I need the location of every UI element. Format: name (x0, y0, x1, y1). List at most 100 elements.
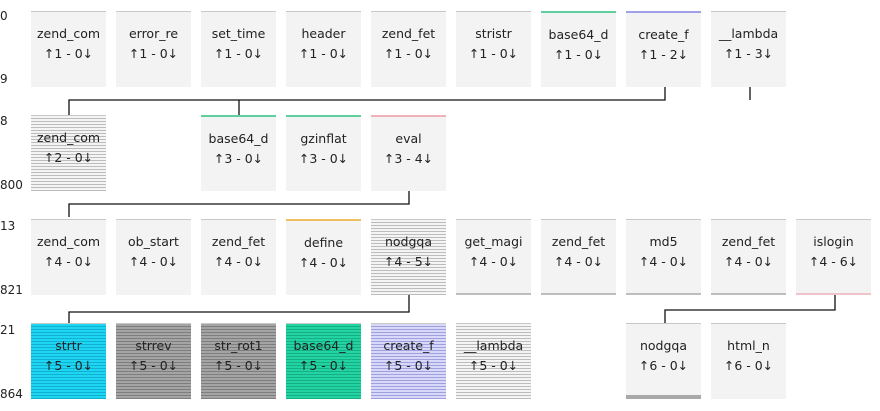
connector-create-f (68, 87, 666, 115)
call-node-ob-start[interactable]: ob_start ↑4 - 0↓ (116, 219, 191, 295)
node-name: strtr (55, 338, 82, 353)
node-name: header (301, 26, 346, 41)
call-node-base64-d[interactable]: base64_d ↑3 - 0↓ (201, 115, 276, 191)
node-counts: ↑4 - 0↓ (213, 254, 264, 269)
node-counts: ↑4 - 0↓ (638, 254, 689, 269)
node-name: zend_fet (381, 26, 436, 41)
node-counts: ↑2 - 0↓ (43, 150, 94, 165)
node-counts: ↑1 - 0↓ (128, 46, 179, 61)
call-node-islogin[interactable]: islogin ↑4 - 6↓ (796, 219, 871, 295)
row-1-start-line: 0 (0, 9, 8, 23)
call-node-strtr[interactable]: strtr ↑5 - 0↓ (31, 323, 106, 399)
node-counts: ↑4 - 5↓ (383, 254, 434, 269)
node-counts: ↑3 - 0↓ (298, 151, 349, 166)
node-counts: ↑4 - 0↓ (553, 254, 604, 269)
row-4-end-line: 864 (0, 387, 23, 401)
node-counts: ↑5 - 0↓ (298, 358, 349, 373)
call-node-base64-d[interactable]: base64_d ↑1 - 0↓ (541, 11, 616, 87)
node-name: ob_start (128, 234, 179, 249)
node-counts: ↑1 - 3↓ (723, 46, 774, 61)
call-node-zend-com[interactable]: zend_com ↑1 - 0↓ (31, 11, 106, 87)
node-name: zend_fet (721, 234, 776, 249)
call-node-create-f[interactable]: create_f ↑5 - 0↓ (371, 323, 446, 399)
node-name: error_re (128, 26, 179, 41)
node-counts: ↑4 - 6↓ (808, 254, 859, 269)
node-name: zend_com (36, 26, 101, 41)
call-node-eval[interactable]: eval ↑3 - 4↓ (371, 115, 446, 191)
node-counts: ↑3 - 4↓ (383, 151, 434, 166)
node-counts: ↑1 - 0↓ (383, 46, 434, 61)
node-counts: ↑1 - 0↓ (298, 46, 349, 61)
node-name: get_magi (464, 234, 523, 249)
call-node-set-time[interactable]: set_time ↑1 - 0↓ (201, 11, 276, 87)
call-node-get-magi[interactable]: get_magi ↑4 - 0↓ (456, 219, 531, 295)
node-name: zend_com (36, 130, 101, 145)
node-name: zend_com (36, 234, 101, 249)
node-counts: ↑1 - 0↓ (43, 46, 94, 61)
call-node-header[interactable]: header ↑1 - 0↓ (286, 11, 361, 87)
node-counts: ↑5 - 0↓ (213, 358, 264, 373)
call-node-zend-fet[interactable]: zend_fet ↑1 - 0↓ (371, 11, 446, 87)
node-name: strrev (135, 338, 172, 353)
node-name: base64_d (548, 27, 609, 42)
call-node-zend-fet[interactable]: zend_fet ↑4 - 0↓ (711, 219, 786, 295)
node-name: create_f (638, 27, 689, 42)
node-counts: ↑3 - 0↓ (213, 151, 264, 166)
node-name: zend_fet (551, 234, 606, 249)
node-counts: ↑6 - 0↓ (638, 358, 689, 373)
node-name: __lambda (463, 338, 524, 353)
node-name: set_time (211, 26, 266, 41)
call-node-md5[interactable]: md5 ↑4 - 0↓ (626, 219, 701, 295)
call-node-nodgqa[interactable]: nodgqa ↑4 - 5↓ (371, 219, 446, 295)
row-4-start-line: 21 (0, 323, 16, 337)
node-counts: ↑1 - 0↓ (213, 46, 264, 61)
node-counts: ↑4 - 0↓ (468, 254, 519, 269)
node-counts: ↑5 - 0↓ (468, 358, 519, 373)
node-name: gzinflat (300, 131, 347, 146)
connector-eval (68, 189, 410, 217)
call-node-error-re[interactable]: error_re ↑1 - 0↓ (116, 11, 191, 87)
node-name: islogin (813, 234, 854, 249)
node-name: eval (395, 131, 422, 146)
call-node-zend-com[interactable]: zend_com ↑4 - 0↓ (31, 219, 106, 295)
row-1-end-line: 9 (0, 72, 8, 86)
node-name: stristr (475, 26, 512, 41)
node-name: zend_fet (211, 234, 266, 249)
node-name: nodgqa (639, 338, 688, 353)
call-node-str-rot1[interactable]: str_rot1 ↑5 - 0↓ (201, 323, 276, 399)
call-node-stristr[interactable]: stristr ↑1 - 0↓ (456, 11, 531, 87)
node-counts: ↑5 - 0↓ (43, 358, 94, 373)
node-name: md5 (649, 234, 678, 249)
row-2-end-line: 800 (0, 178, 23, 192)
call-node-zend-fet[interactable]: zend_fet ↑4 - 0↓ (201, 219, 276, 295)
node-counts: ↑5 - 0↓ (383, 358, 434, 373)
node-name: nodgqa (384, 234, 433, 249)
row-2-start-line: 8 (0, 114, 8, 128)
call-node-lambda[interactable]: __lambda ↑1 - 3↓ (711, 11, 786, 87)
node-counts: ↑5 - 0↓ (128, 358, 179, 373)
node-name: str_rot1 (214, 338, 263, 353)
node-counts: ↑1 - 0↓ (553, 47, 604, 62)
node-counts: ↑6 - 0↓ (723, 358, 774, 373)
call-node-zend-com[interactable]: zend_com ↑2 - 0↓ (31, 115, 106, 191)
call-node-create-f[interactable]: create_f ↑1 - 2↓ (626, 11, 701, 87)
node-name: base64_d (293, 338, 354, 353)
node-name: base64_d (208, 131, 269, 146)
node-name: __lambda (718, 26, 779, 41)
call-node-nodgqa[interactable]: nodgqa ↑6 - 0↓ (626, 323, 701, 399)
row-3-end-line: 821 (0, 283, 23, 297)
call-node-gzinflat[interactable]: gzinflat ↑3 - 0↓ (286, 115, 361, 191)
node-name: create_f (383, 338, 434, 353)
row-3-start-line: 13 (0, 219, 16, 233)
call-node-define[interactable]: define ↑4 - 0↓ (286, 219, 361, 295)
call-node-html-n[interactable]: html_n ↑6 - 0↓ (711, 323, 786, 399)
node-name: define (303, 235, 344, 250)
call-node-base64-d[interactable]: base64_d ↑5 - 0↓ (286, 323, 361, 399)
node-name: html_n (727, 338, 770, 353)
node-counts: ↑1 - 0↓ (468, 46, 519, 61)
node-counts: ↑1 - 2↓ (638, 47, 689, 62)
call-node-zend-fet[interactable]: zend_fet ↑4 - 0↓ (541, 219, 616, 295)
connector-islogin (664, 291, 836, 323)
call-node-lambda[interactable]: __lambda ↑5 - 0↓ (456, 323, 531, 399)
call-node-strrev[interactable]: strrev ↑5 - 0↓ (116, 323, 191, 399)
